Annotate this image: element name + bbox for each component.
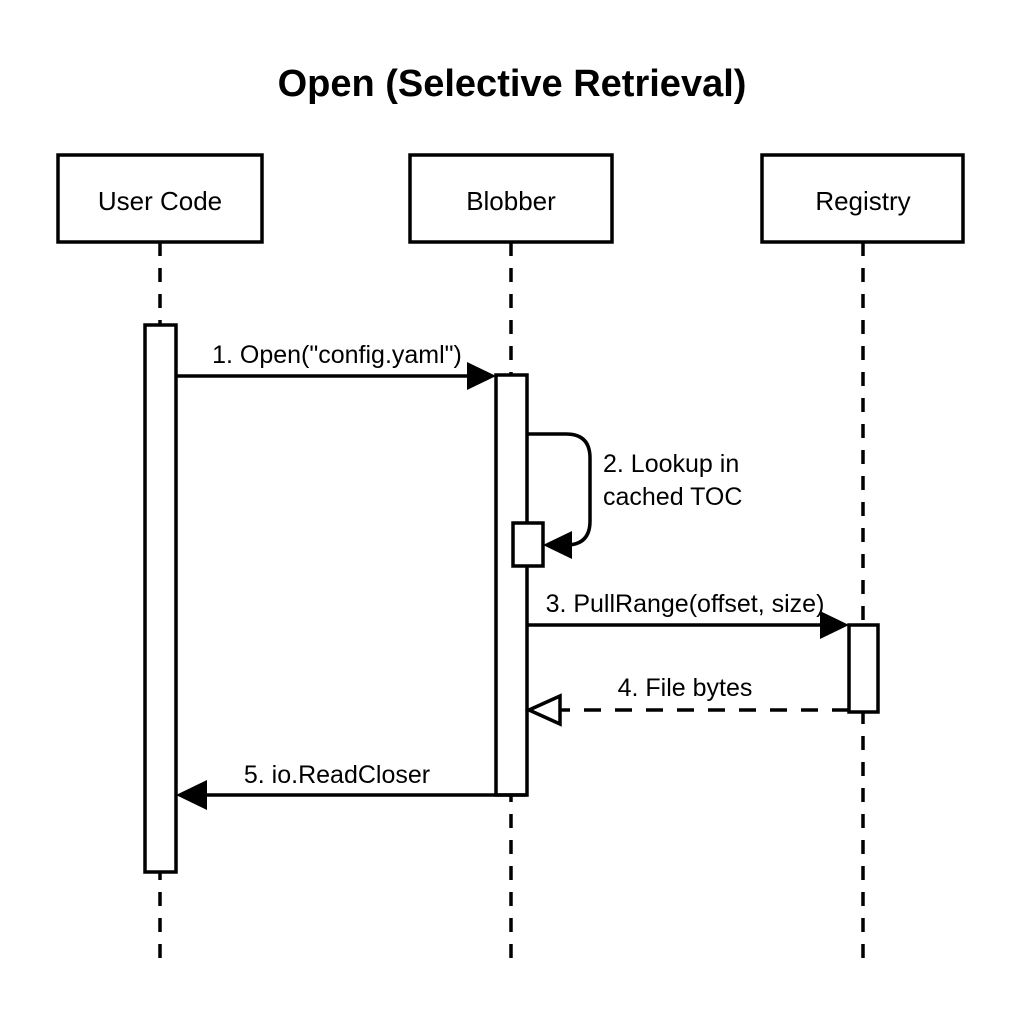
activation-bar-registry — [847, 623, 880, 714]
message-1-arrowhead — [467, 362, 496, 390]
message-3[interactable]: 3. PullRange(offset, size) — [527, 590, 849, 639]
participant-label-registry: Registry — [815, 186, 910, 216]
message-2-label-line2: cached TOC — [603, 483, 742, 511]
message-2[interactable]: 2. Lookup in cached TOC — [527, 432, 742, 559]
message-2-loop-path — [527, 432, 592, 547]
message-5-label: 5. io.ReadCloser — [244, 761, 430, 789]
message-1[interactable]: 1. Open("config.yaml") — [176, 341, 496, 390]
message-3-arrowhead — [820, 611, 849, 639]
activation-bar-user-code — [143, 323, 178, 874]
participant-label-blobber: Blobber — [466, 186, 556, 216]
participant-user-code[interactable]: User Code — [56, 153, 264, 244]
message-1-label: 1. Open("config.yaml") — [212, 341, 462, 369]
participant-blobber[interactable]: Blobber — [408, 153, 614, 244]
activation-bar-blobber-nested — [511, 521, 545, 568]
participant-box-blobber — [408, 153, 614, 244]
message-4[interactable]: 4. File bytes — [524, 674, 849, 727]
message-2-arrowhead — [543, 531, 572, 559]
participant-registry[interactable]: Registry — [760, 153, 965, 244]
message-3-label: 3. PullRange(offset, size) — [546, 590, 825, 618]
message-2-label-line1: 2. Lookup in — [603, 450, 739, 478]
message-5[interactable]: 5. io.ReadCloser — [176, 761, 527, 810]
diagram-title: Open (Selective Retrieval) — [278, 63, 747, 105]
activation-bar-blobber — [494, 373, 529, 797]
message-5-arrowhead — [176, 780, 207, 810]
participant-box-user-code — [56, 153, 264, 244]
participant-box-registry — [760, 153, 965, 244]
message-4-arrowhead — [524, 693, 562, 727]
participant-label-user-code: User Code — [98, 186, 222, 216]
message-4-label: 4. File bytes — [618, 674, 753, 702]
